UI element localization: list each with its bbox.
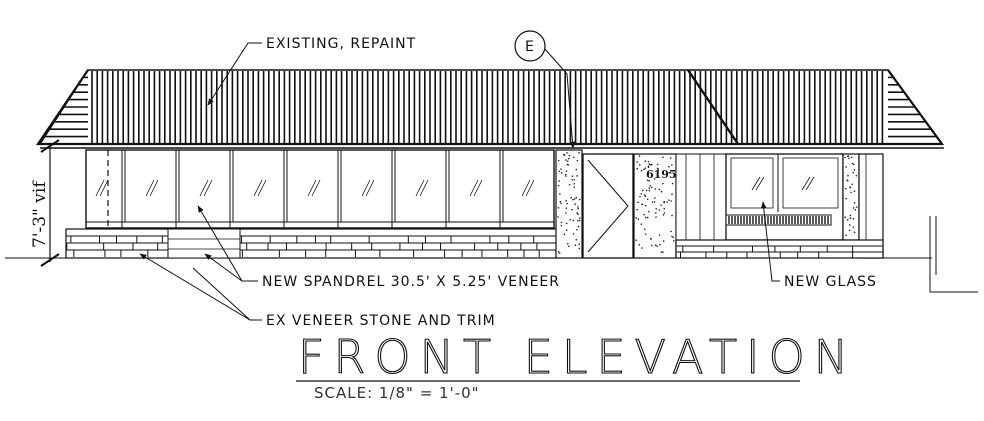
svg-text:NEW GLASS: NEW GLASS [784, 274, 877, 290]
height-dimension [40, 139, 60, 267]
stone-base-left [65, 228, 558, 259]
svg-text:EXISTING, REPAINT: EXISTING, REPAINT [266, 36, 416, 52]
stone-base-right [675, 239, 884, 259]
callout-new-spandrel: NEW SPANDREL 30.5' X 5.25' VENEER [197, 205, 560, 290]
stucco-wall [633, 153, 727, 259]
svg-text:EX VENEER STONE AND TRIM: EX VENEER STONE AND TRIM [266, 313, 496, 329]
entry-door [582, 153, 634, 259]
callout-new-glass: NEW GLASS [760, 201, 877, 290]
storefront-windows-right [725, 153, 844, 241]
detail-marker-circle [514, 30, 546, 62]
callout-ex-veneer: EX VENEER STONE AND TRIM [139, 253, 496, 329]
drawing-title: FRONT ELEVATION [298, 330, 857, 384]
detail-marker-letter: E [525, 39, 534, 55]
detail-marker-leader [544, 48, 576, 149]
spandrel-panel [167, 228, 241, 259]
callout-existing-repaint: EXISTING, REPAINT [207, 36, 416, 106]
address-number: 6195 [646, 168, 677, 181]
roof [35, 69, 945, 149]
drawing-scale: SCALE: 1/8" = 1'-0" [314, 384, 480, 402]
height-dimension-label: 7'-3" vif [30, 180, 50, 248]
storefront-windows-left [85, 149, 555, 229]
stucco-pier-left [555, 149, 583, 259]
svg-text:NEW SPANDREL 30.5' X 5.25' VEN: NEW SPANDREL 30.5' X 5.25' VENEER [262, 274, 560, 290]
grade-step [929, 216, 978, 293]
